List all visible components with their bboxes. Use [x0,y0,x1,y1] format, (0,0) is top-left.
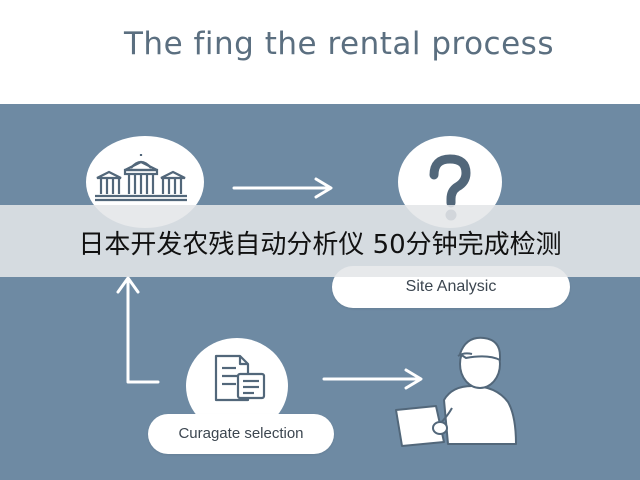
overlay-banner [0,205,640,277]
document-icon [214,354,266,402]
arrow-right-icon [232,177,333,199]
curate-selection-label: Curagate selection [178,425,304,442]
building-icon [95,154,187,202]
person-with-tablet-icon [395,336,517,447]
arrow-right-icon [322,368,423,390]
curate-selection-node: Curagate selection [148,414,334,454]
site-analysis-label: Site Analysic [405,278,497,295]
overlay-banner-text: 日本开发农残自动分析仪 50分钟完成检测 [78,230,562,260]
page-title: The fing the rental process [124,26,554,62]
arrow-up-icon [116,276,160,384]
